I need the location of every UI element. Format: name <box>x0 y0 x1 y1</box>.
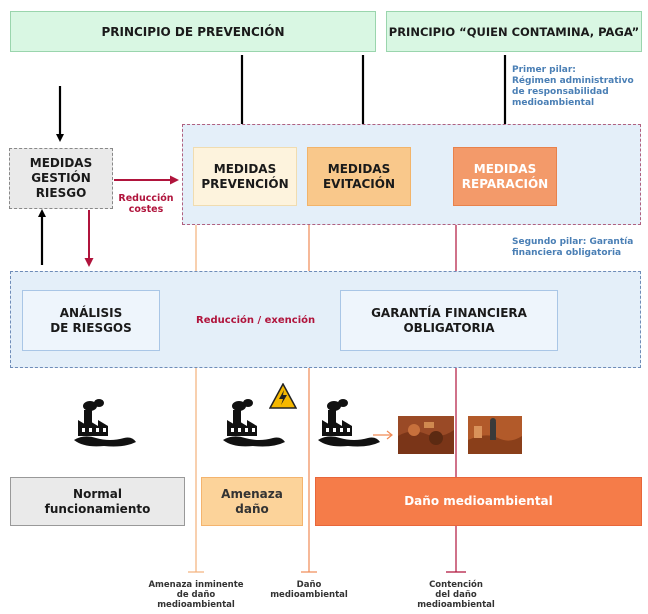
imminent-threat-label: Amenaza inminente de daño medioambiental <box>148 580 244 610</box>
principle-polluter-pays: PRINCIPIO “QUIEN CONTAMINA, PAGA” <box>386 11 642 52</box>
prevention-measures-label: MEDIDAS PREVENCIÓN <box>201 161 289 191</box>
principle-prevention-label: PRINCIPIO DE PREVENCIÓN <box>101 24 285 39</box>
photo-damage-2 <box>468 416 522 454</box>
arrow-factory-to-damage <box>373 430 393 440</box>
environmental-damage-label: Daño medioambiental <box>404 494 553 508</box>
financial-guarantee-label: GARANTÍA FINANCIERA OBLIGATORIA <box>371 305 527 335</box>
threat-box: Amenaza daño <box>201 477 303 526</box>
photo-damage-1 <box>398 416 454 454</box>
repair-measures-label: MEDIDAS REPARACIÓN <box>461 161 549 191</box>
threat-label: Amenaza daño <box>221 486 283 516</box>
exemption-label: Reducción / exención <box>196 315 316 326</box>
cost-reduction-label: Reducción costes <box>118 193 174 215</box>
repair-measures-box: MEDIDAS REPARACIÓN <box>453 147 557 206</box>
electric-hazard-icon <box>269 383 297 409</box>
avoidance-measures-box: MEDIDAS EVITACIÓN <box>307 147 411 206</box>
containment-label: Contención del daño medioambiental <box>417 580 495 610</box>
normal-operation-label: Normal funcionamiento <box>44 486 151 516</box>
avoidance-measures-label: MEDIDAS EVITACIÓN <box>322 161 395 191</box>
environmental-damage-box: Daño medioambiental <box>315 477 642 526</box>
risk-analysis-box: ANÁLISIS DE RIESGOS <box>22 290 160 351</box>
first-pillar-text: Primer pilar: Régimen administrativo de … <box>512 65 634 108</box>
risk-management-label: MEDIDAS GESTIÓN RIESGO <box>29 156 93 200</box>
normal-operation-box: Normal funcionamiento <box>10 477 185 526</box>
second-pillar-text: Segundo pilar: Garantía financiera oblig… <box>512 237 634 258</box>
risk-management-box: MEDIDAS GESTIÓN RIESGO <box>9 148 113 209</box>
financial-guarantee-box: GARANTÍA FINANCIERA OBLIGATORIA <box>340 290 558 351</box>
factory-icon <box>223 399 285 447</box>
damage-timeline-label: Daño medioambiental <box>270 580 348 600</box>
prevention-measures-box: MEDIDAS PREVENCIÓN <box>193 147 297 206</box>
risk-analysis-label: ANÁLISIS DE RIESGOS <box>50 305 132 335</box>
factory-icon <box>74 399 136 447</box>
principle-polluter-pays-label: PRINCIPIO “QUIEN CONTAMINA, PAGA” <box>388 24 640 39</box>
factory-icon <box>318 399 380 447</box>
principle-prevention: PRINCIPIO DE PREVENCIÓN <box>10 11 376 52</box>
